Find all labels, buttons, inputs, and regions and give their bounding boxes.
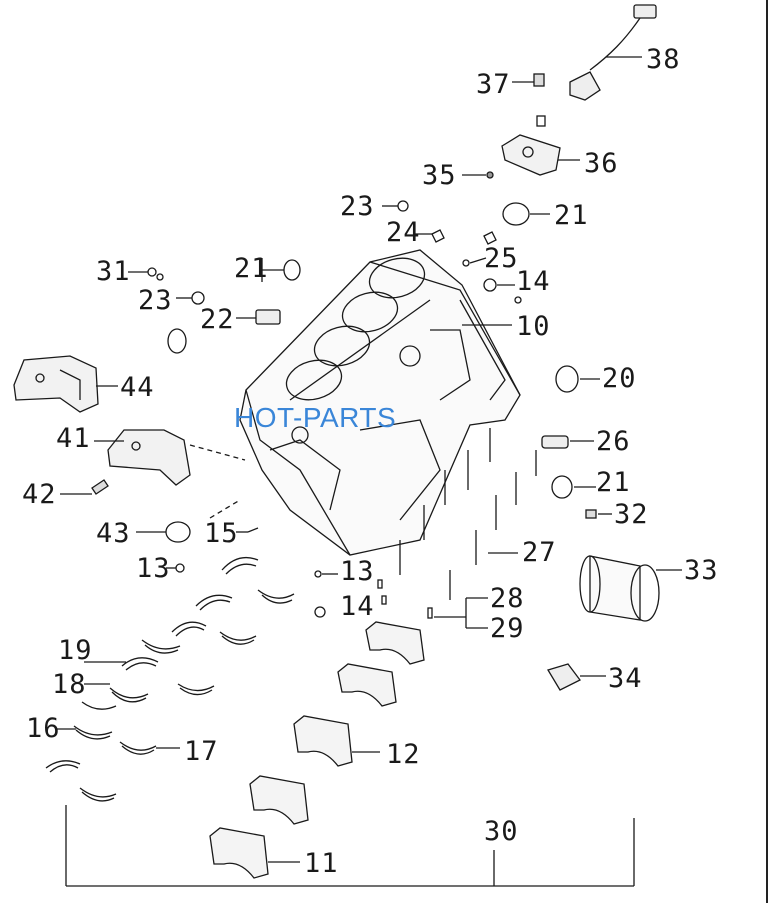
- cylinder-block-part: [239, 249, 521, 556]
- callout-43: 43: [96, 518, 131, 549]
- callout-11: 11: [304, 848, 339, 879]
- callout-22: 22: [200, 304, 235, 335]
- main-bearing-bolts-part: [399, 428, 594, 600]
- callout-25: 25: [484, 243, 519, 274]
- callout-21-right: 21: [596, 467, 631, 498]
- callout-31: 31: [96, 256, 131, 287]
- callout-36: 36: [584, 148, 619, 179]
- callout-41: 41: [56, 423, 91, 454]
- callout-29: 29: [490, 613, 525, 644]
- callout-21-left: 21: [234, 253, 269, 284]
- engine-mount-44-part: [13, 355, 118, 413]
- callout-14-mid: 14: [340, 591, 375, 622]
- callout-37: 37: [476, 69, 511, 100]
- callout-27: 27: [522, 537, 557, 568]
- callout-33: 33: [684, 555, 719, 586]
- callout-19: 19: [58, 635, 93, 666]
- callout-14-top: 14: [516, 266, 551, 297]
- knock-sensor-part: [569, 4, 657, 101]
- callout-13-mid: 13: [340, 556, 375, 587]
- callout-42: 42: [22, 479, 57, 510]
- callout-23-left: 23: [138, 285, 173, 316]
- callout-28: 28: [490, 583, 525, 614]
- callout-34: 34: [608, 663, 643, 694]
- callout-38: 38: [646, 44, 681, 75]
- callout-labels: 38 37 36 35 23 21 24 25 21 31 14 23 22 1…: [22, 44, 719, 879]
- plug-21-top-part: [502, 202, 550, 226]
- callout-13-left: 13: [136, 553, 171, 584]
- engine-mount-41-part: [94, 429, 246, 486]
- callout-17: 17: [184, 736, 219, 767]
- oil-pressure-switch-34-part: [547, 663, 606, 691]
- bolt-37-part: [512, 73, 545, 87]
- bolt-42-part: [60, 479, 241, 519]
- left-upper-fittings-part: [128, 258, 301, 354]
- callout-21-top: 21: [554, 200, 589, 231]
- kit-30-bracket: [65, 805, 635, 887]
- callout-24: 24: [386, 217, 421, 248]
- bracket-36-part: [501, 115, 580, 176]
- callout-30: 30: [484, 816, 519, 847]
- right-border-line: [766, 0, 768, 903]
- dowel-pins-part: [314, 570, 488, 629]
- callout-20: 20: [602, 363, 637, 394]
- callout-35: 35: [422, 160, 457, 191]
- main-bearing-caps-part: [209, 621, 425, 879]
- callout-18: 18: [52, 669, 87, 700]
- callout-23-top: 23: [340, 191, 375, 222]
- bearing-shells-part: [45, 556, 295, 802]
- callout-12: 12: [386, 739, 421, 770]
- watermark-text: HOT-PARTS: [234, 402, 397, 433]
- pin-35-part: [462, 171, 494, 179]
- callout-26: 26: [596, 426, 631, 457]
- right-plugs-part: [551, 365, 612, 519]
- callout-16: 16: [26, 713, 61, 744]
- seal-43-part: [136, 521, 259, 573]
- callout-44: 44: [120, 372, 155, 403]
- callout-10: 10: [516, 311, 551, 342]
- callout-15: 15: [204, 518, 239, 549]
- callout-32: 32: [614, 499, 649, 530]
- small-fittings-part: [382, 200, 522, 304]
- oil-filter-33-part: [579, 555, 682, 622]
